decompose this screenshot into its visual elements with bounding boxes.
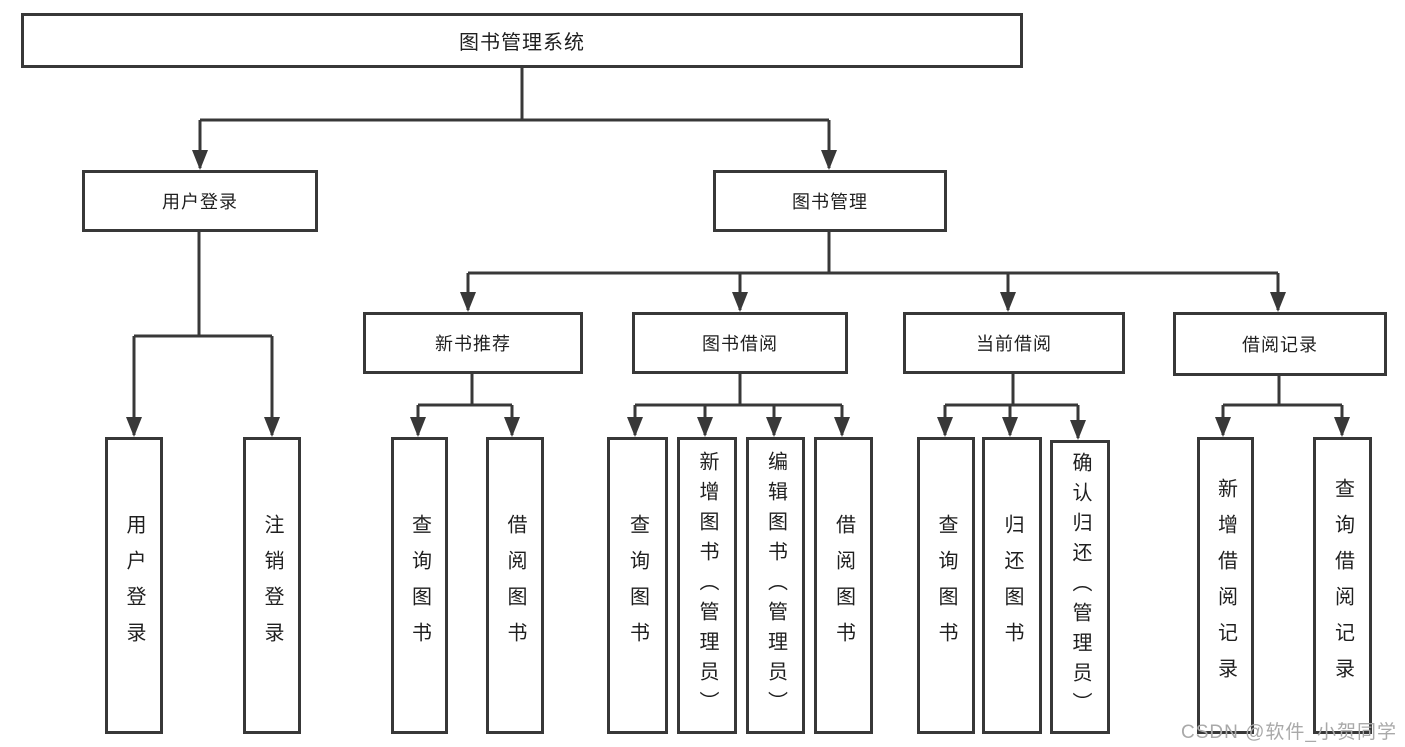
node-label: 借阅记录 <box>1242 335 1318 355</box>
leaf-return-books: 归还图书 <box>982 437 1042 734</box>
node-borrowing-records: 借阅记录 <box>1173 312 1387 376</box>
csdn-watermark: CSDN @软件_小贺同学 <box>1181 722 1397 743</box>
node-label: 图书借阅 <box>702 334 778 354</box>
leaf-query-books-recommend: 查询图书 <box>391 437 448 734</box>
leaf-label: 借阅图书 <box>832 513 855 658</box>
leaf-label: 新增借阅记录 <box>1214 477 1237 694</box>
leaf-label: 确认归还（管理员） <box>1069 452 1091 722</box>
leaf-user-login: 用户登录 <box>105 437 163 734</box>
leaf-label: 查询图书 <box>626 513 649 658</box>
leaf-label: 借阅图书 <box>504 513 526 658</box>
leaf-query-books-current: 查询图书 <box>917 437 975 734</box>
leaf-add-books-admin: 新增图书（管理员） <box>677 437 737 734</box>
leaf-query-books-borrowing: 查询图书 <box>607 437 668 734</box>
leaf-borrow-books: 借阅图书 <box>814 437 873 734</box>
node-library-system: 图书管理系统 <box>21 13 1023 68</box>
node-new-book-recommend: 新书推荐 <box>363 312 583 374</box>
leaf-add-borrow-record: 新增借阅记录 <box>1197 437 1254 734</box>
leaf-logout: 注销登录 <box>243 437 301 734</box>
leaf-label: 注销登录 <box>261 513 283 658</box>
leaf-label: 查询借阅记录 <box>1331 477 1354 694</box>
leaf-label: 归还图书 <box>1001 513 1023 658</box>
node-book-management: 图书管理 <box>713 170 947 232</box>
node-user-login: 用户登录 <box>82 170 318 232</box>
leaf-edit-books-admin: 编辑图书（管理员） <box>746 437 805 734</box>
leaf-query-borrow-record: 查询借阅记录 <box>1313 437 1372 734</box>
leaf-label: 查询图书 <box>408 513 431 658</box>
connector-path <box>132 68 1344 438</box>
arrowheads <box>126 150 1350 440</box>
node-label: 当前借阅 <box>976 334 1052 354</box>
leaf-label: 查询图书 <box>935 513 957 658</box>
node-label: 图书管理 <box>792 192 868 212</box>
node-label: 图书管理系统 <box>459 32 585 54</box>
leaf-label: 编辑图书（管理员） <box>764 450 787 721</box>
leaf-borrow-books-recommend: 借阅图书 <box>486 437 544 734</box>
node-label: 用户登录 <box>162 192 238 212</box>
node-label: 新书推荐 <box>435 334 511 354</box>
leaf-label: 用户登录 <box>123 513 145 658</box>
node-current-borrowing: 当前借阅 <box>903 312 1125 374</box>
leaf-confirm-return-admin: 确认归还（管理员） <box>1050 440 1110 734</box>
node-book-borrowing: 图书借阅 <box>632 312 848 374</box>
leaf-label: 新增图书（管理员） <box>696 450 718 721</box>
